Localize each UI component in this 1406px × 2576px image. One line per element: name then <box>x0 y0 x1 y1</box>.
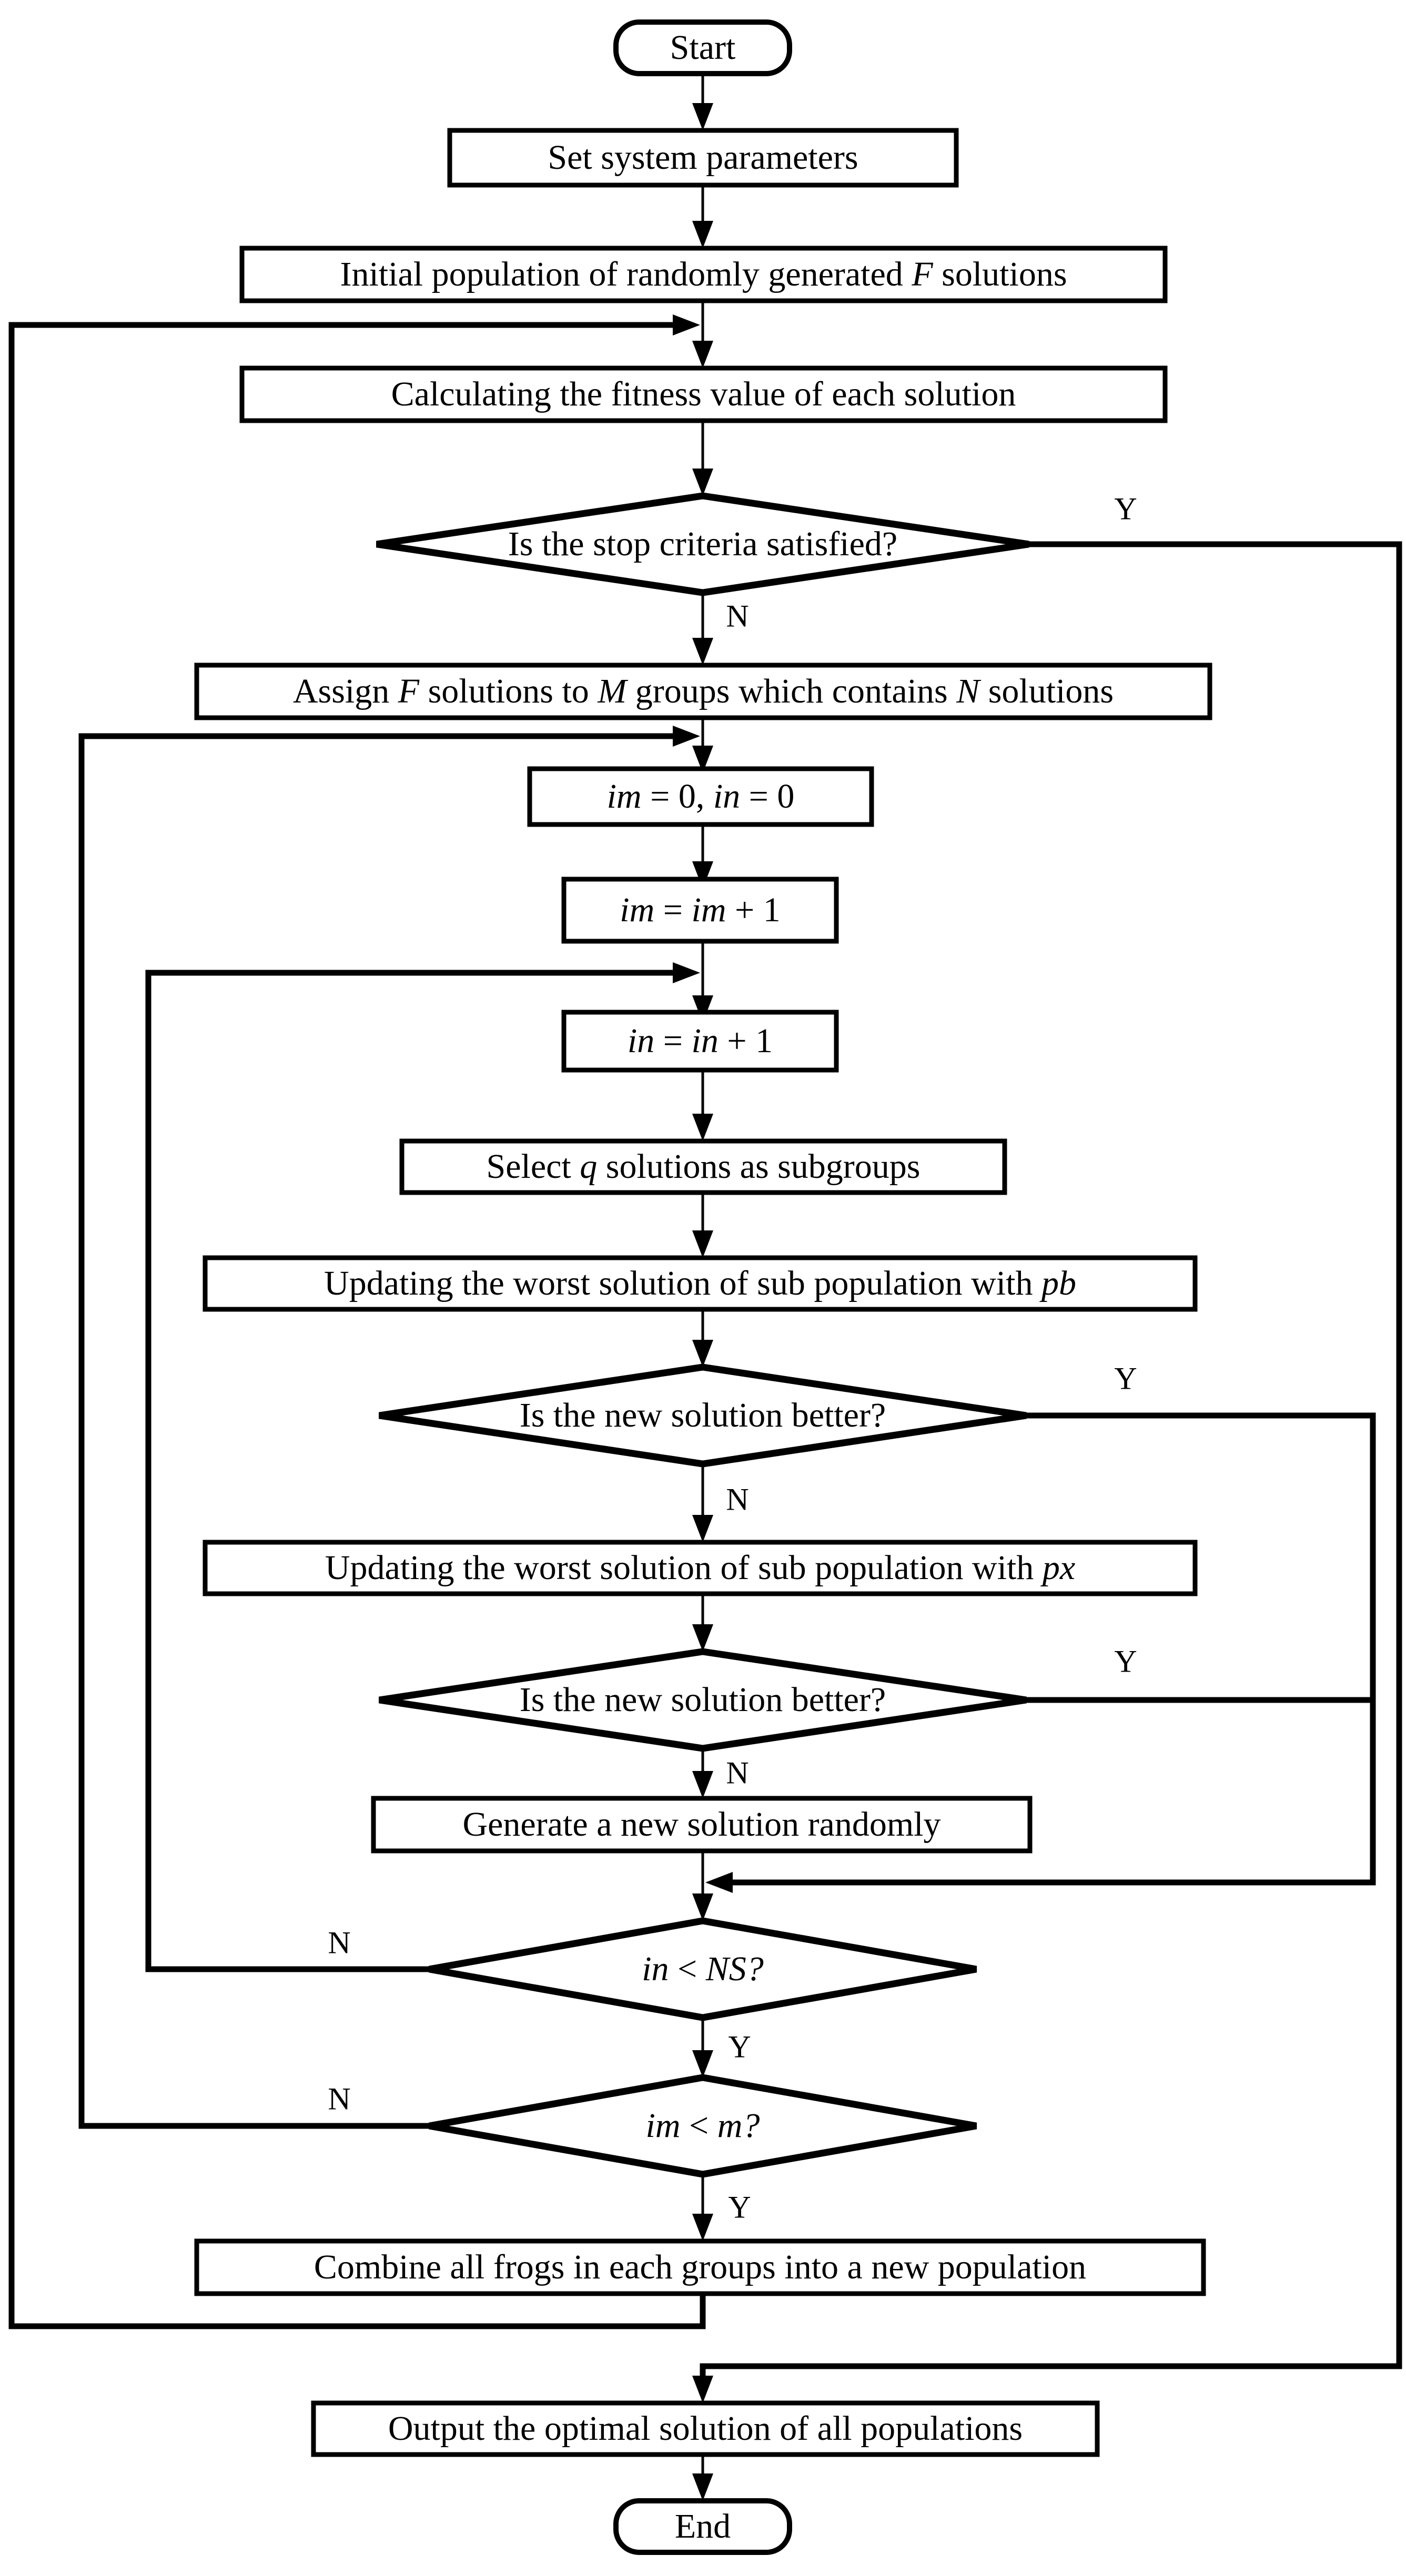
label-stop-no: N <box>726 598 749 634</box>
node-combine-frogs: Combine all frogs in each groups into a … <box>313 2248 1087 2287</box>
node-initial-population: Initial population of randomly generated… <box>340 255 1067 294</box>
combine-frogs-shape <box>194 2238 1206 2296</box>
init-counters-shape <box>527 766 874 827</box>
node-update-worst-px: Updating the worst solution of sub popul… <box>325 1549 1076 1587</box>
label-better1-no: N <box>726 1482 749 1517</box>
node-increment-in: in = in + 1 <box>627 1022 773 1061</box>
label-better2-yes: Y <box>1114 1644 1137 1679</box>
decision-in-lt-ns: in < NS? <box>642 1950 764 1989</box>
label-stop-yes: Y <box>1114 491 1137 526</box>
decision-new-solution-better-1: Is the new solution better? <box>519 1396 886 1435</box>
edge-in-ns-no-return <box>145 970 674 1972</box>
initial-population-shape <box>239 246 1168 303</box>
update-pb-shape <box>203 1255 1198 1312</box>
node-output-optimal: Output the optimal solution of all popul… <box>388 2409 1023 2448</box>
node-increment-im: im = im + 1 <box>620 891 781 930</box>
calc-fitness-shape <box>239 365 1168 423</box>
node-set-system-parameters: Set system parameters <box>548 138 858 177</box>
decision-im-lt-m: im < m? <box>645 2106 760 2145</box>
edge-stop-yes-to-output <box>700 541 1402 2376</box>
arrowheads <box>673 103 733 2501</box>
node-generate-random: Generate a new solution randomly <box>462 1805 941 1844</box>
label-im-m-no: N <box>328 2081 351 2116</box>
decision-new-solution-better-2: Is the new solution better? <box>519 1681 886 1719</box>
better2-diamond-shape <box>379 1648 1027 1752</box>
decision-stop-criteria: Is the stop criteria satisfied? <box>508 525 898 564</box>
node-assign-groups: Assign F solutions to M groups which con… <box>292 672 1114 711</box>
label-in-ns-yes: Y <box>728 2029 751 2064</box>
select-subgroups-shape <box>399 1138 1007 1195</box>
node-end: End <box>674 2507 731 2546</box>
label-better1-yes: Y <box>1114 1361 1137 1396</box>
output-optimal-shape <box>311 2400 1100 2457</box>
generate-random-shape <box>371 1796 1033 1854</box>
end-terminator-shape <box>613 2498 792 2555</box>
increment-in-shape <box>561 1010 839 1073</box>
stop-criteria-diamond-shape <box>376 492 1029 596</box>
edge-better1-yes <box>732 1412 1376 1886</box>
node-update-worst-pb: Updating the worst solution of sub popul… <box>324 1264 1076 1303</box>
label-im-m-yes: Y <box>728 2190 751 2225</box>
node-start: Start <box>670 28 736 67</box>
assign-groups-shape <box>194 663 1212 720</box>
node-shapes <box>194 19 1212 2555</box>
node-init-counters: im = 0, in = 0 <box>606 777 795 816</box>
connector-loop-lines <box>8 322 1402 2376</box>
node-select-subgroups: Select q solutions as subgroups <box>486 1147 921 1186</box>
better1-diamond-shape <box>379 1363 1027 1468</box>
edge-im-m-no-return <box>78 733 674 2129</box>
im-m-diamond-shape <box>428 2074 977 2178</box>
in-ns-diamond-shape <box>428 1917 977 2021</box>
update-px-shape <box>203 1540 1198 1596</box>
node-calculating-fitness: Calculating the fitness value of each so… <box>391 375 1016 414</box>
label-better2-no: N <box>726 1755 749 1790</box>
start-terminator-shape <box>613 19 792 76</box>
increment-im-shape <box>561 877 839 944</box>
set-parameters-shape <box>447 128 959 188</box>
edge-combine-back-to-fitness <box>8 322 706 2329</box>
label-in-ns-no: N <box>328 1925 351 1960</box>
